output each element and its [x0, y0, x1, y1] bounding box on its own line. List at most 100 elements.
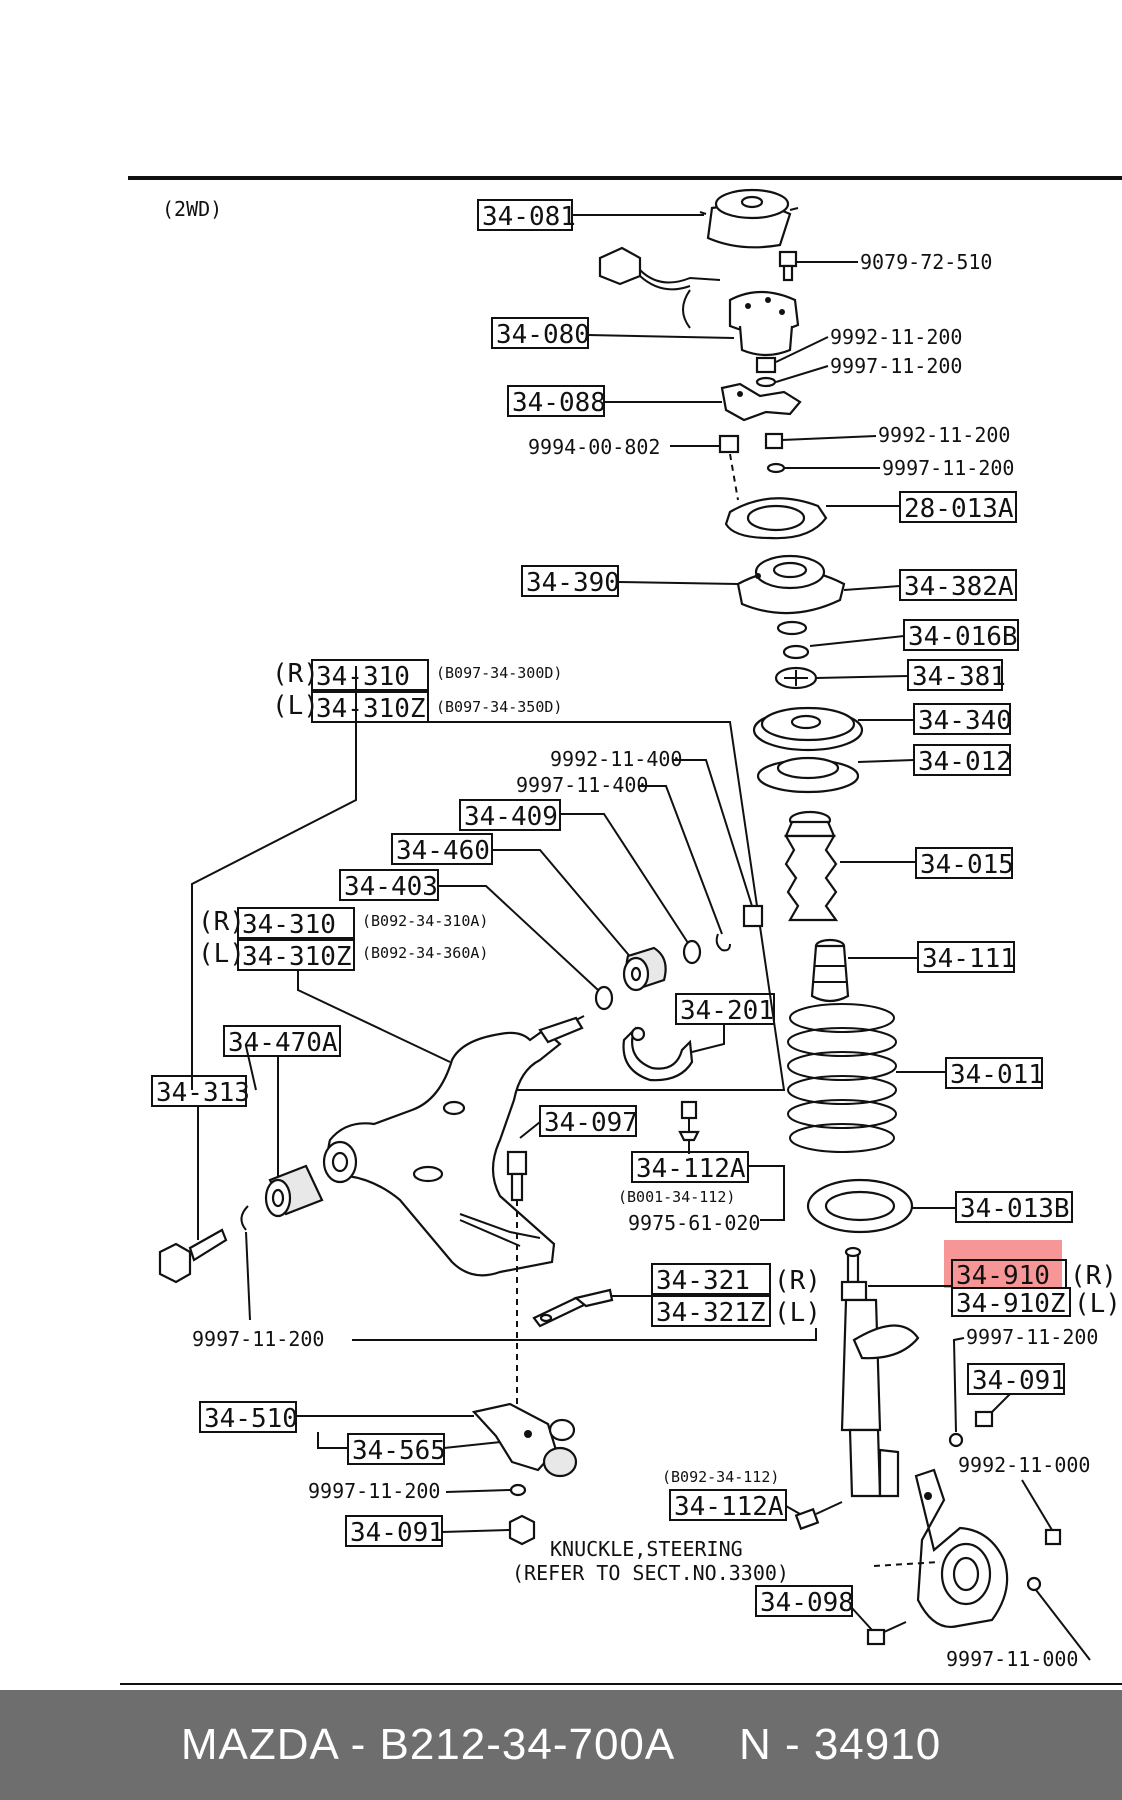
knuckle-icon: [914, 1468, 1009, 1629]
washer-icon: [755, 376, 777, 388]
part-34-313-bolt-icon: [158, 1228, 228, 1284]
part-34-201-icon: [622, 1026, 694, 1082]
label-34-565: 34-565: [352, 1436, 446, 1466]
nut-icon: [742, 904, 764, 928]
part-34-340-icon: [752, 706, 864, 752]
ref-B097-34-350D: (B097-34-350D): [436, 698, 562, 716]
part-34-460-icon: [622, 946, 667, 992]
footer-text: MAZDA - B212-34-700A N - 34910: [180, 1720, 942, 1769]
part-34-381-icon: [774, 666, 818, 690]
label-34-910[interactable]: 34-910: [956, 1261, 1050, 1291]
washer-icon: [412, 1165, 444, 1183]
nut-icon: [974, 1410, 994, 1428]
variant-label: (2WD): [162, 197, 222, 221]
label-34-015: 34-015: [920, 850, 1014, 880]
part-34-321-icon: [532, 1288, 614, 1328]
bolt-icon: [778, 250, 798, 282]
washer-icon: [782, 644, 810, 660]
part-34-470A-icon: [264, 1164, 324, 1218]
label-34-012: 34-012: [918, 747, 1012, 777]
part-34-111-icon: [810, 938, 850, 1003]
part-34-510-icon: [471, 1402, 578, 1478]
label-34-321: 34-321: [656, 1266, 750, 1296]
part-34-015-icon: [784, 810, 839, 922]
side-L-910: (L): [1074, 1289, 1121, 1319]
bolt-icon: [678, 1100, 700, 1142]
part-34-011-icon: [787, 1003, 897, 1153]
part-number-footer: MAZDA - B212-34-700A N - 34910: [0, 1690, 1122, 1800]
ref-B001-34-112: (B001-34-112): [618, 1188, 735, 1206]
code-9079-72-510: 9079-72-510: [860, 250, 992, 274]
washer-icon: [509, 1483, 527, 1497]
connector-icon: [598, 246, 721, 329]
label-34-382A: 34-382A: [904, 572, 1014, 602]
ref-B092-34-310A: (B092-34-310A): [362, 912, 488, 930]
code-9975-61-020: 9975-61-020: [628, 1211, 760, 1235]
circlip-icon: [240, 1205, 249, 1231]
washer-icon: [1026, 1576, 1042, 1592]
code-9997-11-200-e: 9997-11-200: [308, 1479, 440, 1503]
nut-icon: [508, 1514, 536, 1546]
label-34-340: 34-340: [918, 706, 1012, 736]
code-9994-00-802: 9994-00-802: [528, 435, 660, 459]
ref-B097-34-300D: (B097-34-300D): [436, 664, 562, 682]
nut-icon: [764, 432, 784, 450]
code-9997-11-000: 9997-11-000: [946, 1647, 1078, 1671]
label-34-112A-left: 34-112A: [636, 1154, 746, 1184]
label-34-201: 34-201: [680, 996, 774, 1026]
nut-icon: [718, 434, 740, 454]
washer-icon: [776, 620, 808, 636]
label-34-091-a: 34-091: [972, 1366, 1066, 1396]
part-34-910-icon: [840, 1246, 920, 1498]
ref-B092-34-360A: (B092-34-360A): [362, 944, 488, 962]
part-34-080-icon: [728, 290, 800, 357]
label-34-460: 34-460: [396, 836, 490, 866]
code-9997-11-200-c: 9997-11-200: [966, 1325, 1098, 1349]
part-34-013B-icon: [806, 1178, 914, 1234]
washer-icon: [766, 462, 786, 474]
label-34-910Z: 34-910Z: [956, 1289, 1066, 1319]
bolt-icon: [866, 1621, 907, 1646]
knuckle-label-line1: KNUCKLE,STEERING: [550, 1537, 743, 1561]
label-34-011: 34-011: [950, 1060, 1044, 1090]
code-9997-11-200-b: 9997-11-200: [882, 456, 1014, 480]
label-34-080: 34-080: [496, 320, 590, 350]
label-34-321Z: 34-321Z: [656, 1298, 766, 1328]
code-9992-11-400: 9992-11-400: [550, 747, 682, 771]
bolt-icon: [506, 1150, 528, 1202]
label-34-310Z-mid: 34-310Z: [242, 942, 352, 972]
clip-icon: [715, 933, 731, 952]
parts-diagram: (2WD) 34-081 34-080 9079-72-510 9992-11-…: [120, 176, 1122, 1685]
label-34-310-mid: 34-310: [242, 910, 336, 940]
label-34-310-top: 34-310: [316, 662, 410, 692]
label-34-381: 34-381: [912, 662, 1006, 692]
ref-B092-34-112: (B092-34-112): [662, 1468, 779, 1486]
label-34-470A: 34-470A: [228, 1028, 338, 1058]
label-34-097: 34-097: [544, 1108, 638, 1138]
part-34-310-arm-icon: [322, 1015, 585, 1277]
part-34-012-icon: [756, 756, 860, 794]
side-R-321: (R): [774, 1266, 821, 1296]
label-34-016B: 34-016B: [908, 622, 1018, 652]
label-34-510: 34-510: [204, 1404, 298, 1434]
highlight-34-910[interactable]: [944, 1240, 1062, 1288]
washer-icon: [682, 939, 702, 965]
side-R-910: (R): [1070, 1261, 1117, 1291]
label-34-091-b: 34-091: [350, 1518, 444, 1548]
label-34-013B: 34-013B: [960, 1194, 1070, 1224]
label-34-403: 34-403: [344, 872, 438, 902]
label-34-409: 34-409: [464, 802, 558, 832]
part-34-081-icon: [699, 188, 799, 249]
label-34-310Z-top: 34-310Z: [316, 694, 426, 724]
code-9997-11-200-a: 9997-11-200: [830, 354, 962, 378]
code-9992-11-200-b: 9992-11-200: [878, 423, 1010, 447]
washer-icon: [948, 1432, 964, 1448]
label-34-112A-right: 34-112A: [674, 1492, 784, 1522]
bolt-icon: [794, 1501, 843, 1531]
code-9997-11-400: 9997-11-400: [516, 773, 648, 797]
label-34-081: 34-081: [482, 202, 576, 232]
label-34-313: 34-313: [156, 1078, 250, 1108]
washer-icon: [594, 985, 614, 1011]
code-9992-11-200-a: 9992-11-200: [830, 325, 962, 349]
